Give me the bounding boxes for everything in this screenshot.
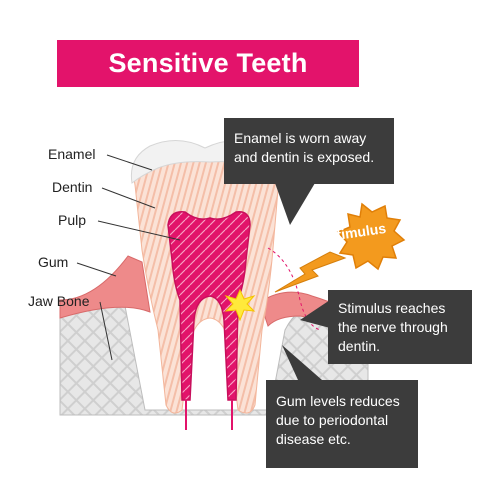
callout-line: Gum levels reduces bbox=[276, 393, 400, 409]
leader-lines bbox=[76, 154, 181, 361]
callout-line: the nerve through bbox=[338, 319, 448, 335]
label-gum: Gum bbox=[38, 254, 69, 270]
pulp bbox=[167, 211, 251, 430]
label-dentin: Dentin bbox=[52, 179, 93, 195]
callout-line: disease etc. bbox=[276, 431, 351, 447]
label-enamel: Enamel bbox=[48, 146, 96, 162]
label-pulp: Pulp bbox=[58, 212, 87, 228]
lightning-bolt-icon bbox=[274, 251, 347, 293]
callout-line: and dentin is exposed. bbox=[234, 149, 375, 165]
label-jaw-bone: Jaw Bone bbox=[28, 293, 90, 309]
callout-enamel-worn: Enamel is worn away and dentin is expose… bbox=[224, 118, 394, 184]
stimulus-burst-icon bbox=[336, 202, 406, 271]
callout-pointer-top bbox=[275, 183, 315, 225]
callout-pointer-bottom bbox=[282, 345, 322, 380]
stimulus-spark bbox=[224, 288, 256, 322]
callout-line: Enamel is worn away bbox=[234, 130, 367, 146]
callout-stimulus-reaches: Stimulus reaches the nerve through denti… bbox=[328, 290, 472, 364]
page-title: Sensitive Teeth bbox=[57, 40, 359, 87]
callout-pointer-mid bbox=[300, 300, 330, 328]
callout-line: Stimulus reaches bbox=[338, 300, 446, 316]
callout-line: due to periodontal bbox=[276, 412, 389, 428]
dashed-indicator bbox=[267, 247, 321, 331]
callout-line: dentin. bbox=[338, 338, 381, 354]
callout-gum-levels: Gum levels reduces due to periodontal di… bbox=[266, 380, 418, 468]
